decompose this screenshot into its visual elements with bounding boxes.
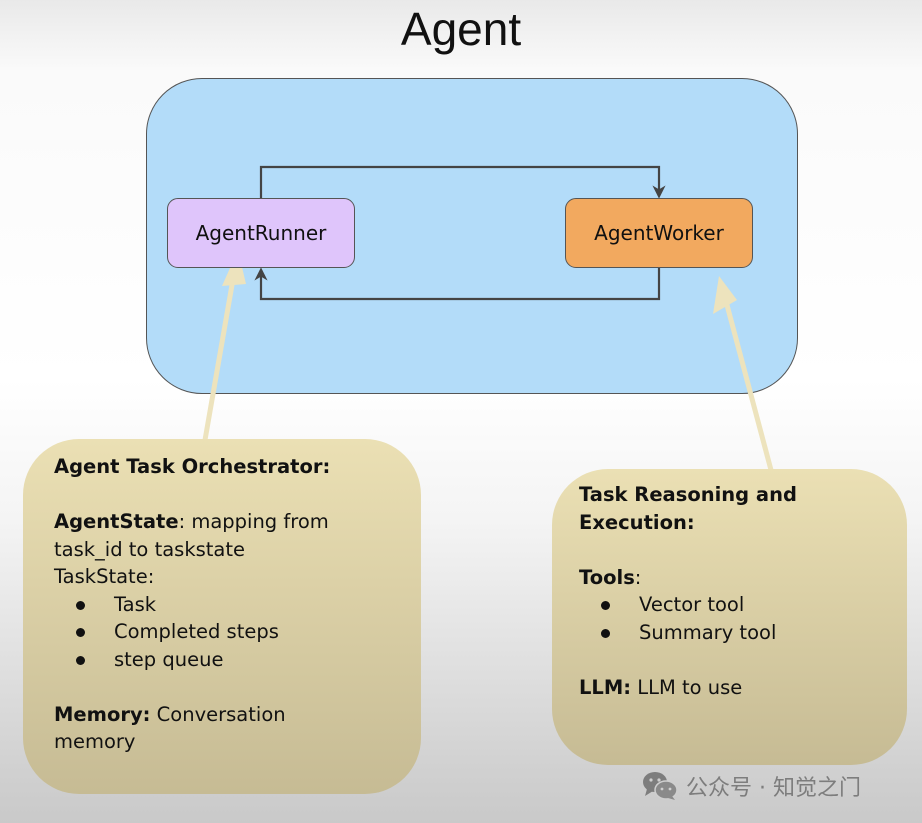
callout-arrow-right bbox=[713, 276, 774, 471]
watermark: 公众号 · 知觉之门 bbox=[642, 770, 861, 802]
reasoning-heading: Task Reasoning and bbox=[579, 483, 797, 506]
agentstate-text: : mapping from bbox=[178, 510, 329, 533]
list-item: Completed steps bbox=[54, 618, 401, 646]
taskstate-label: TaskState: bbox=[54, 565, 155, 588]
orchestrator-heading: Agent Task Orchestrator: bbox=[54, 455, 331, 478]
agent-worker-label: AgentWorker bbox=[594, 221, 724, 245]
reasoning-heading-cont: Execution: bbox=[579, 510, 695, 534]
edge-runner-to-worker bbox=[259, 165, 666, 199]
list-item: Task bbox=[54, 591, 401, 619]
edge-worker-to-runner bbox=[254, 267, 661, 301]
orchestrator-callout: Agent Task Orchestrator: AgentState: map… bbox=[23, 439, 421, 794]
tools-colon: : bbox=[634, 565, 642, 589]
list-item: Vector tool bbox=[579, 591, 887, 619]
diagram-title: Agent bbox=[400, 3, 522, 55]
wechat-icon bbox=[642, 771, 678, 801]
memory-text: Conversation bbox=[150, 702, 286, 726]
agentstate-text-cont: task_id to taskstate bbox=[54, 537, 246, 561]
memory-text-cont: memory bbox=[54, 730, 136, 753]
reasoning-callout: Task Reasoning and Execution: Tools: Vec… bbox=[552, 469, 907, 765]
list-item: step queue bbox=[54, 646, 401, 674]
llm-text: LLM to use bbox=[631, 675, 743, 699]
agent-worker-node: AgentWorker bbox=[565, 198, 753, 268]
agentstate-label: AgentState bbox=[54, 510, 179, 533]
agent-runner-node: AgentRunner bbox=[167, 198, 355, 268]
tools-list: Vector tool Summary tool bbox=[579, 591, 887, 646]
memory-label: Memory: bbox=[54, 702, 151, 726]
callout-arrow-left bbox=[202, 250, 246, 441]
tools-label: Tools bbox=[579, 565, 635, 589]
llm-label: LLM: bbox=[579, 675, 632, 699]
list-item: Summary tool bbox=[579, 619, 887, 647]
agent-runner-label: AgentRunner bbox=[195, 221, 327, 245]
taskstate-list: Task Completed steps step queue bbox=[54, 591, 401, 674]
watermark-text: 公众号 · 知觉之门 bbox=[686, 776, 861, 801]
